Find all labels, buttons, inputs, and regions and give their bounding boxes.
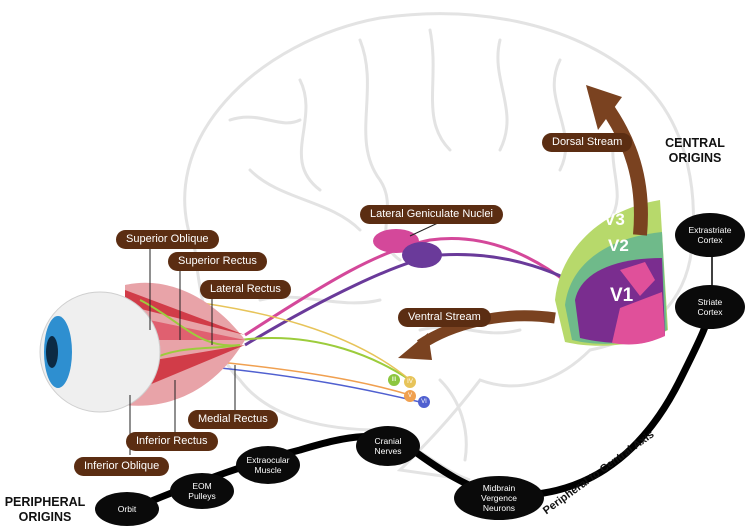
node-eom-pulleys: EOM Pulleys: [170, 473, 234, 509]
node-extraocular-muscle: Extraocular Muscle: [236, 446, 300, 484]
node-orbit: Orbit: [95, 492, 159, 526]
label-superior-rectus: Superior Rectus: [168, 252, 267, 271]
label-medial-rectus: Medial Rectus: [188, 410, 278, 429]
v1-label: V1: [610, 285, 634, 306]
nerve-iv-path: [179, 299, 411, 381]
label-dorsal-stream: Dorsal Stream: [542, 133, 633, 152]
inferior-rectus-muscle: [125, 345, 245, 395]
cortex-v1-stripe: [620, 262, 655, 296]
v2-label: V2: [608, 236, 629, 255]
cranial-nucleus-iii: III: [388, 374, 400, 386]
cortex-v1-stripe-lower: [612, 292, 665, 345]
pupil: [46, 336, 58, 368]
cranial-nucleus-v: V: [404, 390, 416, 402]
label-superior-oblique: Superior Oblique: [116, 230, 219, 249]
ventral-arrowhead: [398, 333, 432, 360]
nerve-vi-path: [189, 364, 421, 403]
dorsal-arrowhead: [586, 85, 622, 130]
label-lgn: Lateral Geniculate Nuclei: [360, 205, 503, 224]
label-inferior-rectus: Inferior Rectus: [126, 432, 218, 451]
nerve-v-path: [199, 359, 411, 396]
node-cranial-nerves: Cranial Nerves: [356, 426, 420, 466]
leader-lines: [129, 221, 441, 455]
node-striate-cortex: Striate Cortex: [675, 285, 745, 329]
peripheral-origins-heading: PERIPHERAL ORIGINS: [4, 495, 86, 524]
node-midbrain-vergence-neurons: Midbrain Vergence Neurons: [454, 476, 544, 520]
label-lateral-rectus: Lateral Rectus: [200, 280, 291, 299]
label-inferior-oblique: Inferior Oblique: [74, 457, 170, 476]
dorsal-stream-arrow: [599, 100, 648, 236]
v3-label: V3: [604, 210, 625, 229]
eyeball: [39, 291, 161, 413]
nerve-branches: [139, 299, 241, 347]
label-ventral-stream: Ventral Stream: [398, 308, 491, 327]
lgn-nucleus-purple: [402, 242, 442, 268]
central-origins-heading: CENTRAL ORIGINS: [665, 136, 725, 165]
cranial-nucleus-iv: IV: [404, 376, 416, 388]
superior-oblique-muscle: [125, 290, 245, 335]
node-extrastriate-cortex: Extrastriate Cortex: [675, 213, 745, 257]
cranial-nucleus-vi: VI: [418, 396, 430, 408]
nerve-iii-path: [239, 337, 411, 381]
